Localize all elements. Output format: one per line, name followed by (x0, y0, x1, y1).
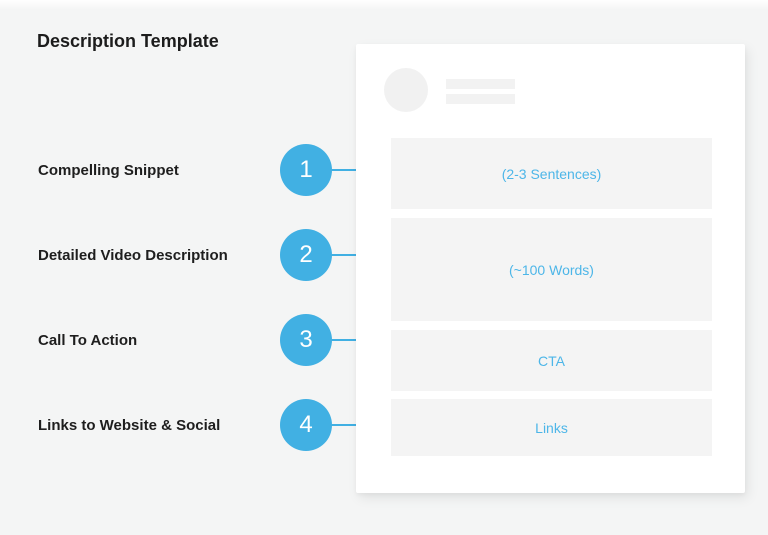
cta-placeholder-text: CTA (538, 352, 565, 369)
avatar-placeholder (384, 68, 428, 112)
template-row-2: Detailed Video Description 2 (0, 229, 768, 281)
description-placeholder-box: (~100 Words) (391, 218, 712, 321)
cta-placeholder-box: CTA (391, 330, 712, 391)
links-placeholder-box: Links (391, 399, 712, 456)
step-4-badge: 4 (280, 399, 332, 451)
row-label-links: Links to Website & Social (38, 416, 221, 434)
template-row-4: Links to Website & Social 4 (0, 399, 768, 451)
row-label-detailed-description: Detailed Video Description (38, 246, 228, 264)
snippet-placeholder-text: (2-3 Sentences) (501, 165, 602, 182)
template-row-1: Compelling Snippet 1 (0, 144, 768, 196)
step-2-number: 2 (299, 241, 313, 268)
row-label-call-to-action: Call To Action (38, 331, 138, 349)
step-3-number: 3 (299, 326, 313, 353)
step-4-number: 4 (299, 411, 313, 438)
page-title: Description Template (37, 31, 219, 51)
links-placeholder-text: Links (535, 419, 568, 436)
description-placeholder-text: (~100 Words) (509, 261, 594, 278)
row-label-compelling-snippet: Compelling Snippet (38, 161, 179, 179)
skeleton-line (446, 79, 515, 89)
step-1-number: 1 (299, 156, 313, 183)
skeleton-line (446, 94, 515, 104)
snippet-placeholder-box: (2-3 Sentences) (391, 138, 712, 209)
description-mockup-card: (2-3 Sentences) (~100 Words) CTA Links (356, 44, 745, 493)
step-3-badge: 3 (280, 314, 332, 366)
step-1-badge: 1 (280, 144, 332, 196)
step-2-badge: 2 (280, 229, 332, 281)
top-edge-highlight (0, 0, 768, 10)
